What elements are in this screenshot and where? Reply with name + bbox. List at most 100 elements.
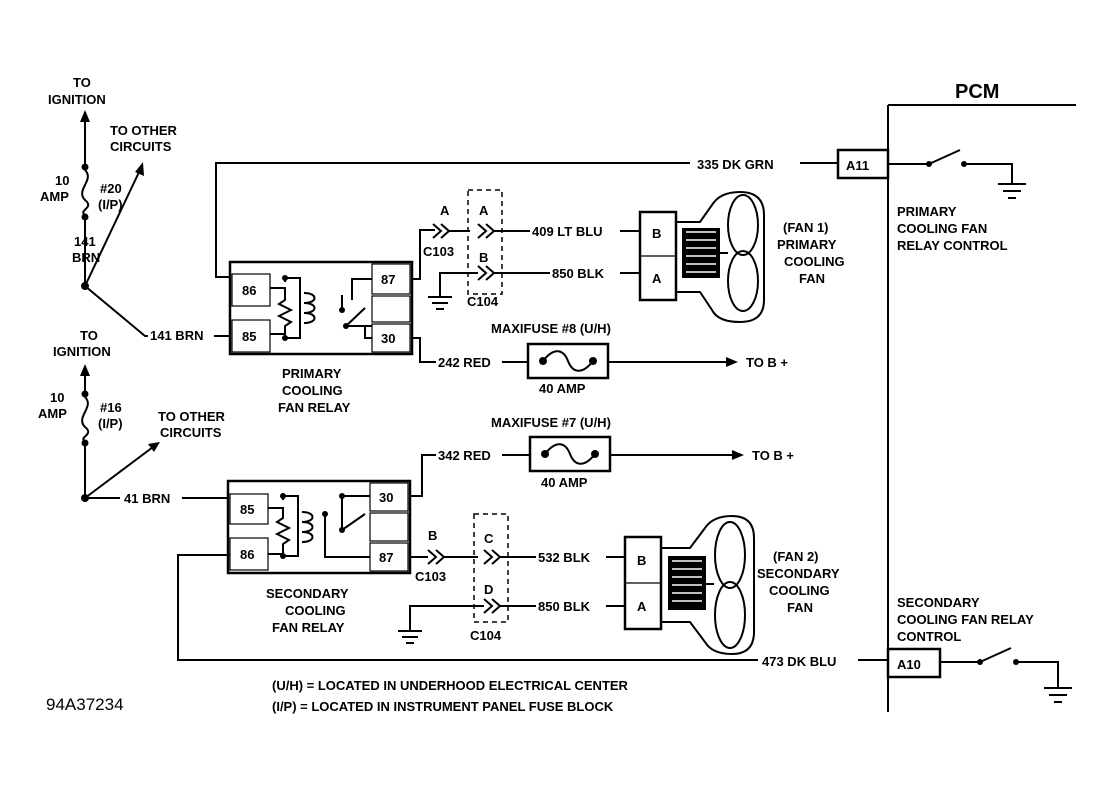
fan2-motor: B A (FAN 2) SECONDARY COOLING FAN: [623, 514, 840, 656]
secondary-relay-name-line1: SECONDARY: [266, 586, 349, 601]
maxifuse7-rating: 40 AMP: [541, 475, 588, 490]
pcm-pin-a11-label: A11: [846, 158, 869, 173]
pcm-primary-control-line3: RELAY CONTROL: [897, 238, 1008, 253]
primary-relay-node-a: [282, 275, 288, 281]
c104-primary-pin-a: A: [479, 203, 489, 218]
primary-relay-node-b: [282, 335, 288, 341]
pcm-primary-switch-blade: [928, 149, 961, 165]
wire-850-fan1-label: 850 BLK: [552, 266, 605, 281]
fan1-motor: B A (FAN 1) PRIMARY COOLING FAN: [638, 190, 845, 324]
wire-473-path: [177, 554, 888, 661]
fan2-icon: [660, 514, 755, 656]
primary-relay-name-line3: FAN RELAY: [278, 400, 351, 415]
primary-relay-pin86: 86: [242, 283, 256, 298]
fan1-ground-icon: [428, 296, 452, 310]
primary-relay-pin85-box: [231, 319, 271, 353]
fan1-label-line1: (FAN 1): [783, 220, 829, 235]
wire-335-label-bg: [690, 154, 800, 172]
secondary-relay-node-a: [280, 493, 286, 499]
fuse20-top-terminal: [81, 163, 89, 171]
fan1-pin-a: A: [652, 271, 662, 286]
primary-relay-pin87: 87: [381, 272, 395, 287]
fuse16-amp-line1: 10: [50, 390, 64, 405]
fuse16-id-line2: (I/P): [98, 416, 123, 431]
fan1-label-line2: PRIMARY: [777, 237, 837, 252]
fan2-label-line2: SECONDARY: [757, 566, 840, 581]
maxifuse8-element-icon: [542, 350, 594, 372]
maxifuse7-element-icon: [544, 443, 596, 465]
maxifuse7-name: MAXIFUSE #7 (U/H): [491, 415, 611, 430]
fuse20-amp-line1: 10: [55, 173, 69, 188]
c103-primary-connector-icon: [432, 223, 451, 239]
ignition-top-to-line1: TO: [73, 75, 91, 90]
legend-line-ip: (I/P) = LOCATED IN INSTRUMENT PANEL FUSE…: [272, 699, 614, 714]
secondary-relay-pin85: 85: [240, 502, 254, 517]
fan2-label-line1: (FAN 2): [773, 549, 819, 564]
secondary-relay-pin30: 30: [379, 490, 393, 505]
ignition-top-arrow-icon: [80, 110, 90, 122]
to-other-circuits-bottom-wire: [84, 446, 154, 499]
fan2-ground-icon: [398, 630, 422, 644]
ignition-bottom-to-line1: TO: [80, 328, 98, 343]
wire-473-dk-blu: 473 DK BLU: [177, 554, 888, 669]
fuse16-id-line1: #16: [100, 400, 122, 415]
fuse16-top-terminal: [81, 390, 89, 398]
c104-primary-label: C104: [467, 294, 499, 309]
secondary-relay-housing: [226, 479, 412, 575]
maxifuse8-rating: 40 AMP: [539, 381, 586, 396]
primary-relay-switch-icon: [339, 278, 372, 339]
to-other-bottom-line1: TO OTHER: [158, 409, 226, 424]
primary-relay-blank-box: [371, 295, 411, 323]
c104-primary-pin-b-icon: [477, 265, 496, 281]
wire-850-fan1-label-bg: [550, 264, 620, 281]
pcm-primary-ground-wire: [964, 163, 1013, 183]
maxifuse7-dest: TO B +: [752, 448, 794, 463]
ignition-top-wire-label-line2: BRN: [72, 250, 100, 265]
secondary-relay-name-line2: COOLING: [285, 603, 346, 618]
ignition-bottom-to-line2: IGNITION: [53, 344, 111, 359]
pcm-secondary-control-line1: SECONDARY: [897, 595, 980, 610]
wire-532-label-bg: [536, 548, 606, 565]
fan1-pin-b: B: [652, 226, 661, 241]
pcm-module: PCM A11 PRIMARY COOLING FAN RELAY CONTRO…: [836, 81, 1076, 712]
wire-335-label: 335 DK GRN: [697, 157, 774, 172]
c104-secondary-pin-c: C: [484, 531, 494, 546]
wire-141-label-bg: [148, 326, 214, 343]
pcm-secondary-switch-blade: [979, 647, 1012, 663]
pcm-primary-control-line2: COOLING FAN: [897, 221, 987, 236]
primary-relay-name-line2: COOLING: [282, 383, 343, 398]
secondary-relay: 85 86 30 87 SECONDARY COOLING FAN RELAY: [226, 479, 412, 635]
maxifuse8-circuit: 242 RED MAXIFUSE #8 (U/H) 40 AMP TO B +: [412, 321, 788, 396]
wire-41-label-bg: [120, 489, 182, 506]
secondary-relay-node-b: [280, 553, 286, 559]
ignition-bottom-arrow-icon: [80, 364, 90, 376]
wire-473-label: 473 DK BLU: [762, 654, 836, 669]
pcm-primary-ground-icon: [998, 183, 1026, 199]
c103-secondary-label: C103: [415, 569, 446, 584]
wire-41-brn-label: 41 BRN: [124, 491, 170, 506]
fuse20-id-line1: #20: [100, 181, 122, 196]
fuse20-bottom-terminal: [81, 213, 89, 221]
wire-850-fan2-label-bg: [536, 597, 606, 614]
pcm-secondary-control-line3: CONTROL: [897, 629, 961, 644]
c104-primary-pin-a-icon: [477, 223, 496, 239]
maxifuse8-name: MAXIFUSE #8 (U/H): [491, 321, 611, 336]
primary-relay-pin30: 30: [381, 331, 395, 346]
c104-secondary-pin-d-icon: [483, 598, 502, 614]
pcm-pin-a10: [886, 647, 942, 679]
figure-id: 94A37234: [46, 695, 124, 714]
primary-relay-pin86-box: [231, 273, 271, 307]
to-other-top-line1: TO OTHER: [110, 123, 178, 138]
c104-secondary-dashed-box: [473, 513, 509, 623]
secondary-output-wiring: B C103 C 532 BLK D 850 BLK C104: [398, 513, 625, 644]
c104-secondary-label: C104: [470, 628, 502, 643]
secondary-relay-pin87: 87: [379, 550, 393, 565]
fuse16-amp-line2: AMP: [38, 406, 67, 421]
fuse16-bottom-terminal: [81, 439, 89, 447]
wire-242-label-bg: [436, 353, 502, 370]
ignition-feed-top: TO IGNITION 10 AMP #20 (I/P) 141 BRN TO …: [40, 75, 230, 343]
secondary-relay-blank-box: [369, 512, 409, 542]
primary-relay-pin85: 85: [242, 329, 256, 344]
fan2-label-line3: COOLING: [769, 583, 830, 598]
